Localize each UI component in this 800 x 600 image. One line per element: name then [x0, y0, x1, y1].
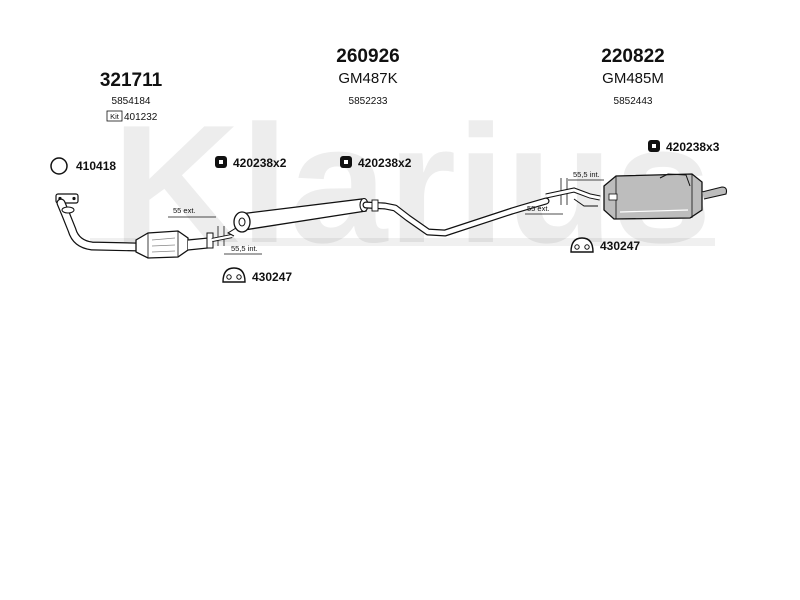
clamp-icon: [340, 156, 352, 168]
fitting-ring: 410418: [50, 157, 116, 175]
joint-left-drawing: [206, 226, 233, 249]
center-silencer-drawing: [226, 197, 369, 237]
fitting-number: 420238x2: [233, 156, 287, 170]
part-code: GM487K: [338, 70, 397, 87]
fitting-number: 410418: [76, 159, 116, 173]
fitting-number: 430247: [600, 239, 640, 253]
part-number: 220822: [601, 46, 664, 67]
part-label-downpipe: 321711 5854184 Kit 401232: [100, 70, 163, 123]
oem-number: 5852443: [614, 96, 653, 107]
intermediate-pipe-drawing: [362, 197, 550, 237]
part-label-rear-silencer: 220822 GM485M 5852443: [601, 46, 664, 107]
watermark-underline: [90, 238, 715, 246]
dimension-text: 55,5 int.: [573, 170, 600, 179]
rubber-hanger-icon: [222, 267, 246, 283]
part-label-center-silencer: 260926 GM487K 5852233: [336, 46, 399, 107]
kit-badge: Kit: [110, 112, 120, 121]
dimension-int-right: 55,5 int.: [568, 170, 604, 181]
fitting-hanger-right: 430247: [570, 237, 640, 253]
oem-number: 5852233: [349, 96, 388, 107]
joint-right-drawing: [545, 178, 601, 207]
fitting-clamp-c: 420238x3: [648, 140, 720, 154]
catalytic-converter-drawing: [135, 230, 209, 259]
fitting-number: 420238x2: [358, 156, 412, 170]
dimension-text: 55 ext.: [173, 206, 196, 215]
dimension-ext-right: 55 ext.: [525, 204, 563, 215]
fitting-number: 430247: [252, 270, 292, 284]
kit-badge-box: [106, 110, 123, 122]
part-code: GM485M: [602, 70, 664, 87]
dimension-int-left: 55,5 int.: [224, 244, 262, 255]
clamp-icon: [215, 156, 227, 168]
fitting-number: 420238x3: [666, 140, 720, 154]
kit-number: 401232: [124, 112, 158, 123]
sealing-ring-icon: [50, 157, 68, 175]
part-number: 321711: [100, 70, 163, 91]
rear-silencer-drawing: [603, 173, 728, 220]
rubber-hanger-icon: [570, 237, 594, 253]
oem-number: 5854184: [112, 96, 151, 107]
clamp-icon: [648, 140, 660, 152]
part-number: 260926: [336, 46, 399, 67]
fitting-clamp-a: 420238x2: [215, 156, 287, 170]
fitting-hanger-left: 430247: [222, 267, 292, 284]
dimension-ext-left: 55 ext.: [168, 206, 216, 218]
downpipe-drawing: [55, 193, 143, 252]
dimension-text: 55,5 int.: [231, 244, 258, 253]
dimension-text: 55 ext.: [527, 204, 550, 213]
fitting-clamp-b: 420238x2: [340, 156, 412, 170]
